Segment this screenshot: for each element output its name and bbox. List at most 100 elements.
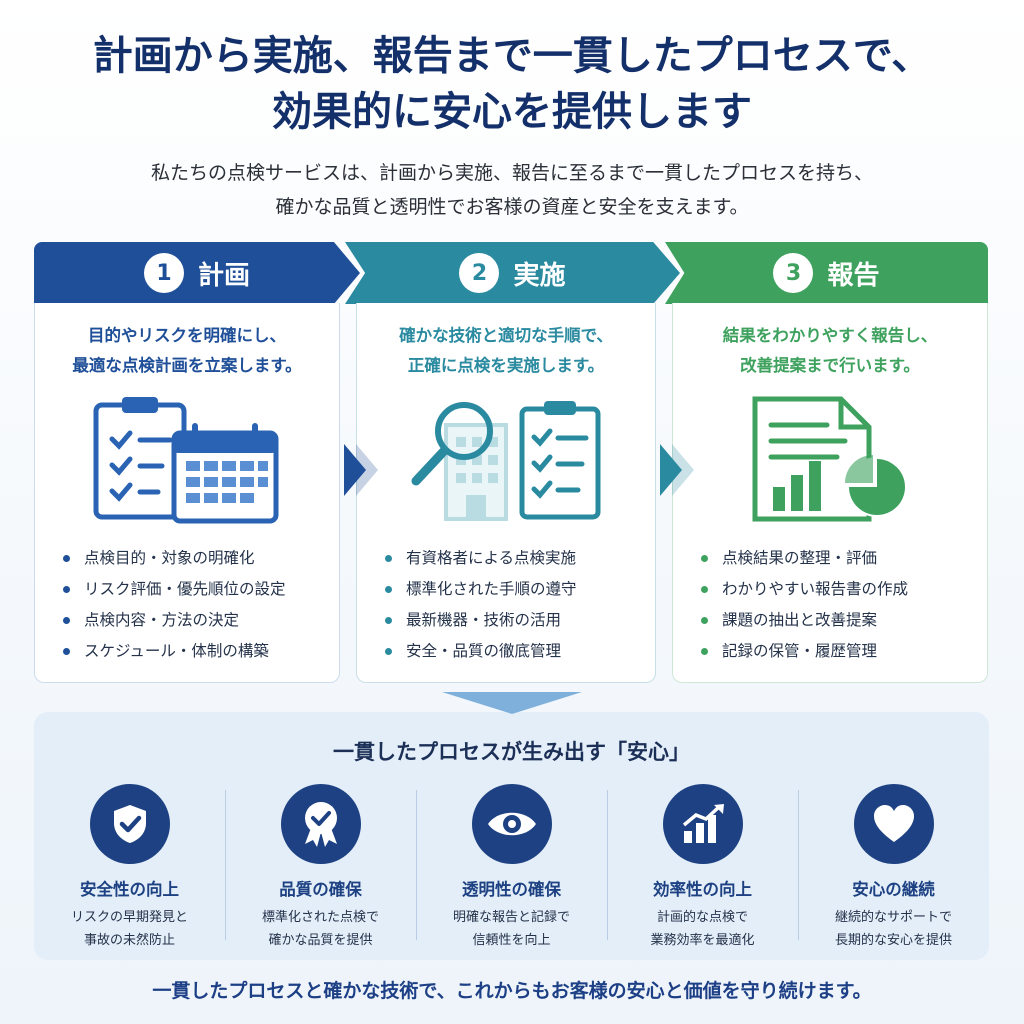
benefit-quality: 品質の確保 標準化された点検で 確かな品質を提供 [225,784,416,954]
bullet-icon [385,617,392,624]
benefit-safety: 安全性の向上 リスクの早期発見と 事故の未然防止 [34,784,225,954]
list-item-text: スケジュール・体制の構築 [84,642,269,660]
step-header-report: 3 報告 [665,242,988,304]
bullet-icon [63,555,70,562]
benefit-text-line2: 長期的な安心を提供 [834,933,952,948]
step-checklist: 点検目的・対象の明確化 リスク評価・優先順位の設定 点検内容・方法の決定 スケジ… [63,543,286,667]
benefit-text-line1: リスクの早期発見と [70,910,188,925]
list-item: 記録の保管・履歴管理 [701,636,908,667]
page-title: 計画から実施、報告まで一貫したプロセスで、 効果的に安心を提供します [0,28,1024,140]
bullet-icon [701,648,708,655]
bullet-icon [701,586,708,593]
bullet-icon [385,648,392,655]
bullet-icon [385,586,392,593]
chevron-right-icon [344,444,378,496]
step-desc-line2: 最適な点検計画を立案します。 [72,356,302,375]
heart-icon [853,784,934,864]
list-item-text: わかりやすい報告書の作成 [722,580,909,598]
step-number-badge: 3 [773,253,814,293]
benefit-text-line2: 確かな品質を提供 [268,933,373,948]
step-desc-line1: 確かな技術と適切な手順で、 [399,326,613,345]
benefit-title: 品質の確保 [279,880,362,899]
benefit-text-line1: 明確な報告と記録で [452,910,570,925]
benefit-text-line2: 信頼性を向上 [472,933,551,948]
bullet-icon [63,648,70,655]
eye-icon [471,784,552,864]
benefit-title: 効率性の向上 [653,880,752,899]
step-desc-line1: 目的やリスクを明確にし、 [88,326,286,345]
list-item: リスク評価・優先順位の設定 [63,574,286,605]
chevron-right-icon [660,444,694,496]
intro-line1: 私たちの点検サービスは、計画から実施、報告に至るまで一貫したプロセスを持ち、 [150,162,873,184]
benefit-transparency: 透明性の確保 明確な報告と記録で 信頼性を向上 [416,784,607,954]
benefit-title: 安心の継続 [852,880,935,899]
growth-chart-icon [662,784,743,864]
step-desc-line1: 結果をわかりやすく報告し、 [722,326,938,345]
list-item-text: 課題の抽出と改善提案 [722,611,878,629]
award-badge-icon [280,784,361,864]
list-item: 課題の抽出と改善提案 [701,605,908,636]
step-label: 報告 [827,260,880,291]
step-checklist: 有資格者による点検実施 標準化された手順の遵守 最新機器・技術の活用 安全・品質… [385,543,577,667]
benefit-text-line1: 標準化された点検で [261,910,379,925]
step-desc-line2: 改善提案まで行います。 [740,356,920,375]
benefit-text-line1: 継続的なサポートで [834,910,952,925]
list-item-text: 点検目的・対象の明確化 [84,549,255,567]
list-item-text: 記録の保管・履歴管理 [722,642,878,660]
benefit-continuity: 安心の継続 継続的なサポートで 長期的な安心を提供 [798,784,989,954]
benefit-text: 継続的なサポートで 長期的な安心を提供 [798,906,989,952]
list-item-text: 標準化された手順の遵守 [406,580,577,598]
intro-text: 私たちの点検サービスは、計画から実施、報告に至るまで一貫したプロセスを持ち、 確… [0,156,1024,224]
step-number-badge: 2 [459,253,500,293]
benefits-title: 一貫したプロセスが生み出す「安心」 [333,740,690,764]
intro-line2: 確かな品質と透明性でお客様の資産と安全を支えます。 [275,196,749,218]
benefit-text: 標準化された点検で 確かな品質を提供 [225,906,416,952]
benefit-text: 計画的な点検で 業務効率を最適化 [607,906,798,952]
step-checklist: 点検結果の整理・評価 わかりやすい報告書の作成 課題の抽出と改善提案 記録の保管… [701,543,908,667]
benefits-list: 安全性の向上 リスクの早期発見と 事故の未然防止 品質の確保 標準化された点検で… [34,784,989,954]
list-item: 点検内容・方法の決定 [63,605,286,636]
list-item: 最新機器・技術の活用 [385,605,577,636]
benefit-text-line2: 事故の未然防止 [83,933,175,948]
bullet-icon [385,555,392,562]
list-item: 点検目的・対象の明確化 [63,543,286,574]
step-label: 実施 [513,260,566,291]
step-desc-line2: 正確に点検を実施します。 [407,356,605,375]
list-item: 標準化された手順の遵守 [385,574,577,605]
list-item-text: 有資格者による点検実施 [406,549,577,567]
list-item-text: 安全・品質の徹底管理 [406,642,562,660]
arrow-down-icon [442,692,582,714]
list-item-text: 点検結果の整理・評価 [722,549,878,567]
list-item: スケジュール・体制の構築 [63,636,286,667]
step-label: 計画 [197,260,250,291]
list-item-text: 点検内容・方法の決定 [84,611,240,629]
footer-message: 一貫したプロセスと確かな技術で、これからもお客様の安心と価値を守り続けます。 [152,980,872,1002]
report-chart-icon [745,395,915,529]
step-header-plan: 1 計画 [34,242,360,304]
step-description: 結果をわかりやすく報告し、 改善提案まで行います。 [673,321,987,381]
benefits-panel: 一貫したプロセスが生み出す「安心」 安全性の向上 リスクの早期発見と 事故の未然… [34,712,989,960]
step-description: 確かな技術と適切な手順で、 正確に点検を実施します。 [357,321,655,381]
bullet-icon [63,586,70,593]
step-card-execute: 確かな技術と適切な手順で、 正確に点検を実施します。 有 [356,303,656,683]
bullet-icon [701,617,708,624]
step-number-badge: 1 [143,253,184,293]
list-item: 有資格者による点検実施 [385,543,577,574]
benefit-text-line1: 計画的な点検で [656,910,748,925]
benefit-text: 明確な報告と記録で 信頼性を向上 [416,906,607,952]
benefit-text-line2: 業務効率を最適化 [650,933,755,948]
page-title-line1: 計画から実施、報告まで一貫したプロセスで、 [92,32,932,79]
bullet-icon [701,555,708,562]
clipboard-calendar-icon [92,395,282,529]
bullet-icon [63,617,70,624]
benefit-efficiency: 効率性の向上 計画的な点検で 業務効率を最適化 [607,784,798,954]
step-description: 目的やリスクを明確にし、 最適な点検計画を立案します。 [35,321,339,381]
step-card-plan: 目的やリスクを明確にし、 最適な点検計画を立案します。 点検目的・対象の明確化 … [34,303,340,683]
step-header-execute: 2 実施 [345,242,680,304]
benefit-title: 透明性の確保 [462,880,561,899]
benefit-text: リスクの早期発見と 事故の未然防止 [34,906,225,952]
list-item: 安全・品質の徹底管理 [385,636,577,667]
benefit-title: 安全性の向上 [80,880,179,899]
shield-check-icon [89,784,170,864]
page-title-line2: 効果的に安心を提供します [272,88,752,135]
